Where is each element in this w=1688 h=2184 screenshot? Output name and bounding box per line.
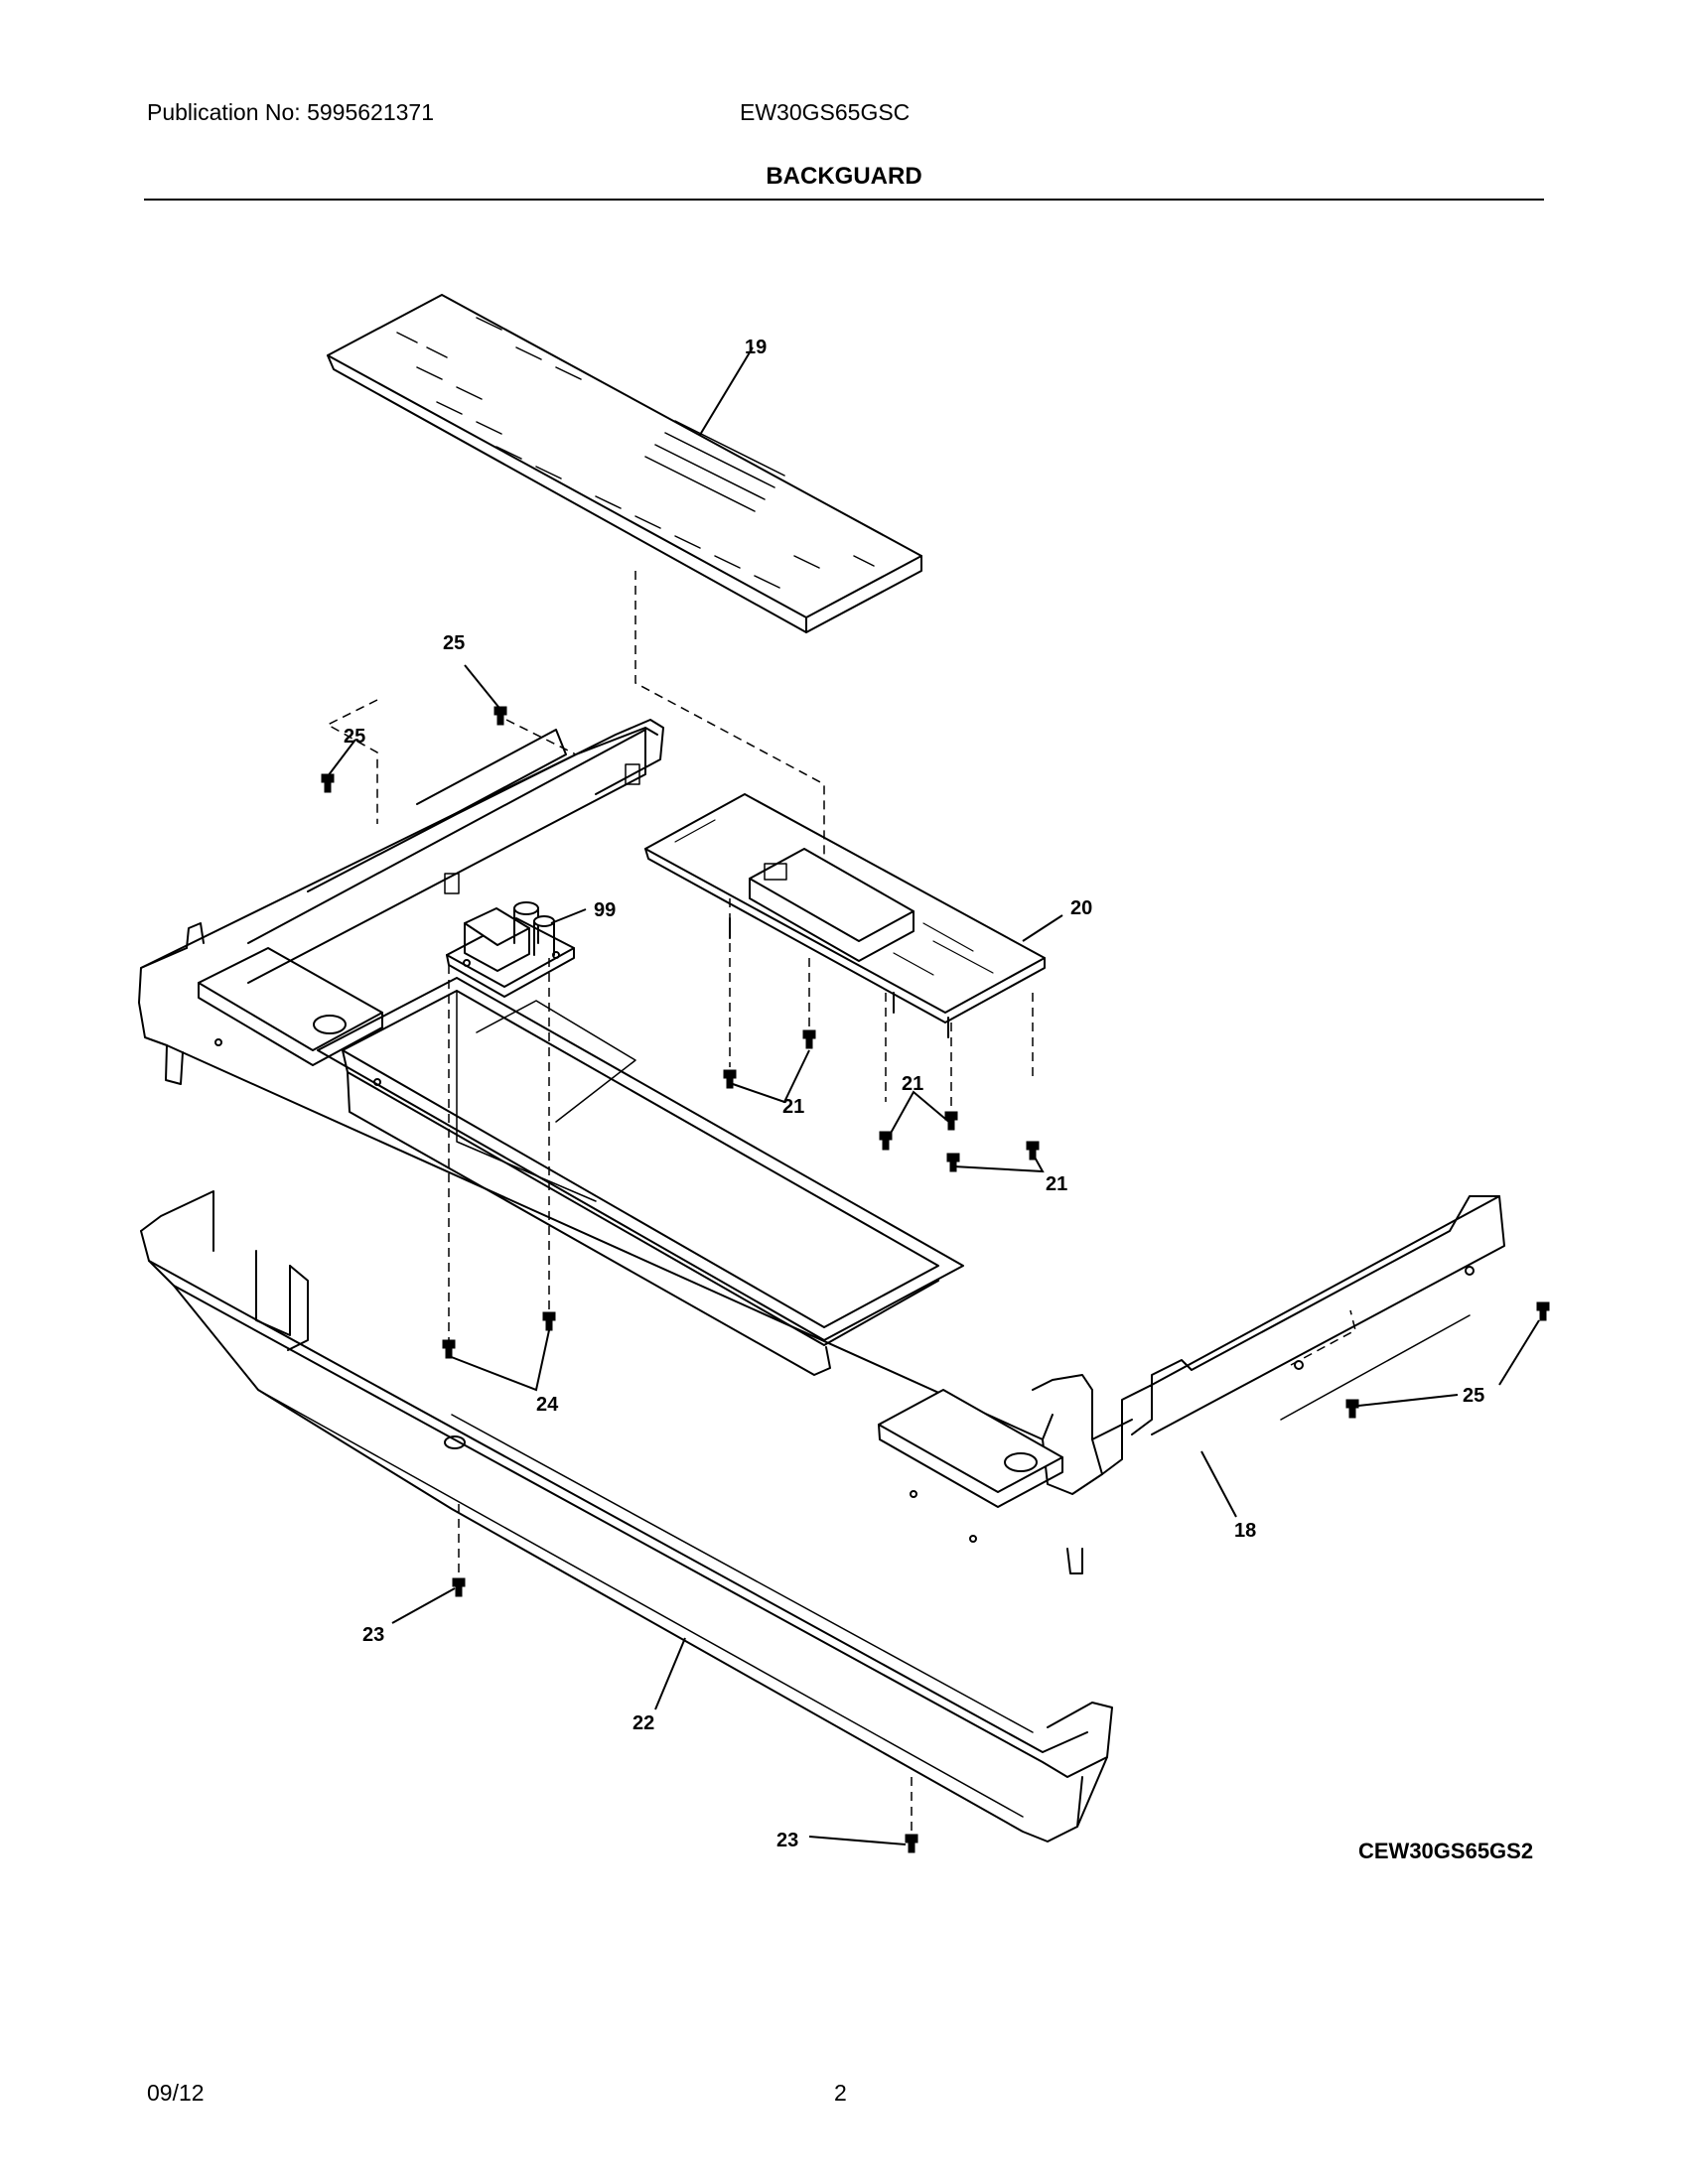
drawing-code: CEW30GS65GS2	[1358, 1839, 1534, 1863]
part-22-front-trim	[140, 1190, 1113, 1843]
screw-24-b	[542, 1311, 556, 1331]
section-title: BACKGUARD	[766, 163, 922, 190]
screw-25-c	[1536, 1301, 1550, 1321]
screw-25-d	[1345, 1399, 1359, 1419]
callout-23-a: 23	[362, 1624, 384, 1646]
screw-25-b	[321, 773, 335, 793]
part-99-transformer-board	[446, 901, 575, 998]
callout-23-b: 23	[776, 1830, 798, 1851]
header-rule	[144, 199, 1544, 201]
screw-21-b	[802, 1029, 816, 1049]
callout-21-b: 21	[902, 1073, 923, 1095]
screw-21-a	[723, 1069, 737, 1089]
callout-20: 20	[1070, 897, 1092, 919]
callout-24: 24	[536, 1394, 559, 1416]
part-20-control-board	[644, 793, 1046, 1038]
screw-25-a	[493, 706, 507, 726]
callout-25-b: 25	[344, 726, 365, 748]
screw-21-d	[944, 1111, 958, 1131]
callout-25-c: 25	[1463, 1385, 1484, 1407]
callout-18: 18	[1234, 1520, 1256, 1542]
callout-21-c: 21	[1046, 1173, 1067, 1195]
callout-25-a: 25	[443, 632, 465, 654]
screw-23-a	[452, 1577, 466, 1597]
callout-19: 19	[745, 337, 767, 358]
callout-21-a: 21	[782, 1096, 804, 1118]
screw-23-b	[905, 1834, 918, 1853]
callout-22: 22	[633, 1712, 654, 1734]
model-number: EW30GS65GSC	[740, 99, 911, 125]
part-19-control-glass	[327, 294, 922, 633]
screw-21-c	[879, 1131, 893, 1151]
screw-24-a	[442, 1339, 456, 1359]
callout-99: 99	[594, 899, 616, 921]
footer-date: 09/12	[147, 2080, 205, 2106]
publication-number: Publication No: 5995621371	[147, 99, 435, 125]
page-number: 2	[834, 2080, 847, 2106]
